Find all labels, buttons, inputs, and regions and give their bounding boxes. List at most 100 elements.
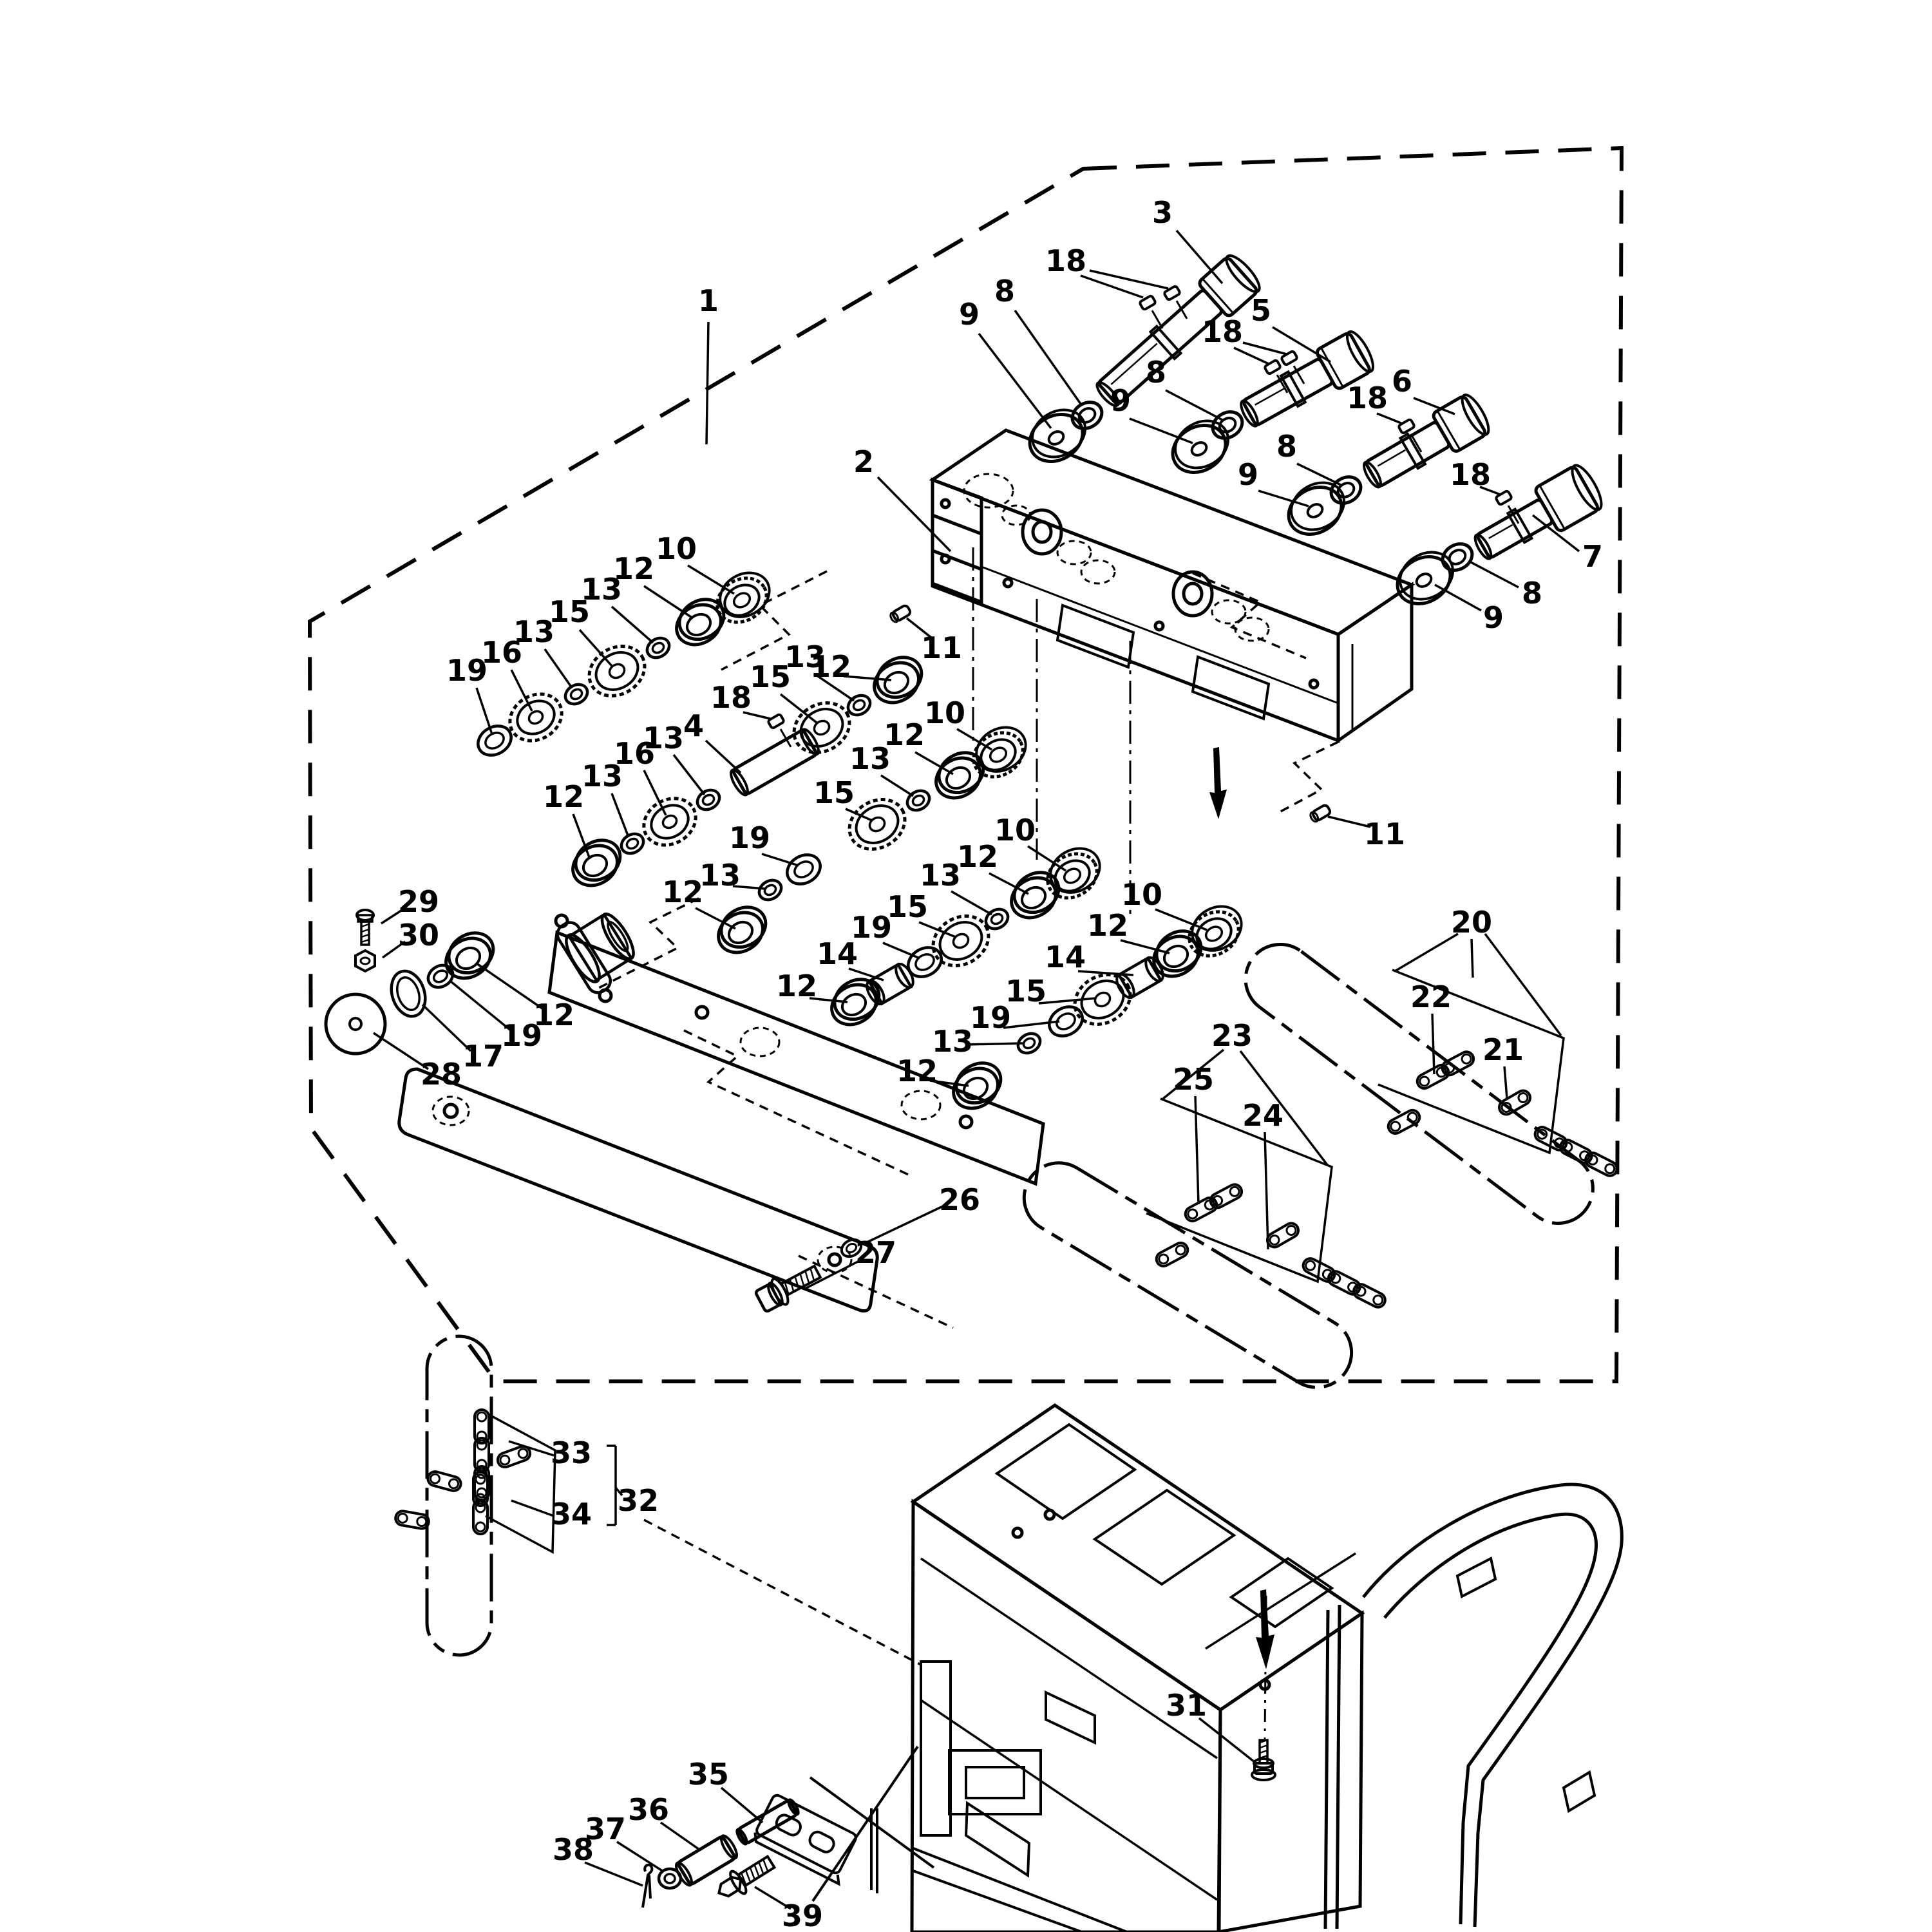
flanged-bearing-tube (556, 913, 635, 994)
leader-line (1434, 583, 1482, 612)
seal-ring (390, 969, 427, 1018)
assembly-centerlines (972, 547, 1132, 920)
bearing (934, 751, 985, 800)
leader-line (450, 980, 512, 1032)
leader-line (754, 1886, 791, 1910)
dowel-pin (889, 604, 912, 623)
leader-line (956, 728, 992, 751)
leader-line (578, 629, 613, 667)
part-label-27: 27 (855, 1235, 896, 1270)
assembly-arrow-icon (1209, 747, 1227, 819)
chain-links (1302, 1257, 1387, 1309)
part-label-33: 33 (551, 1435, 592, 1470)
part-label-1: 1 (698, 283, 719, 318)
leader-line (951, 890, 992, 916)
leader-line (1413, 397, 1455, 415)
part-label-17: 17 (462, 1039, 504, 1074)
shaft (730, 728, 820, 797)
gear (587, 645, 647, 697)
gear (792, 701, 851, 754)
phantom-step-lines (591, 570, 1339, 1666)
leader-line (476, 962, 543, 1010)
leader-line (1376, 412, 1403, 425)
upper-bearing-housing (929, 428, 1416, 744)
leader-line (882, 942, 920, 960)
part-label-9: 9 (1110, 383, 1131, 418)
leader-line (1198, 1717, 1256, 1763)
bearing (873, 656, 923, 705)
nut (354, 949, 376, 973)
part-label-4: 4 (683, 708, 704, 743)
housing-hole-centerlines (963, 473, 1270, 642)
part-label-13: 13 (581, 572, 622, 607)
cover-disc (324, 992, 387, 1056)
chain-links (1533, 1126, 1618, 1177)
part-label-38: 38 (553, 1832, 594, 1867)
part-label-15: 15 (549, 594, 590, 629)
machine-handle (1323, 1482, 1624, 1929)
leader-line (705, 739, 742, 774)
leader-line (876, 476, 952, 553)
leader-line (659, 1821, 701, 1851)
part-label-12: 12 (1087, 908, 1128, 943)
part-label-15: 15 (750, 659, 791, 694)
leader-line (720, 1786, 764, 1824)
key-pin (1495, 489, 1520, 524)
shaft (1095, 254, 1261, 408)
part-label-13: 13 (643, 721, 684, 755)
part-label-8: 8 (994, 274, 1015, 308)
chain-links (426, 1470, 462, 1492)
part-label-10: 10 (924, 696, 965, 730)
part-label-26: 26 (939, 1182, 980, 1217)
flange-bolt (754, 1264, 822, 1313)
leader-line (421, 1003, 472, 1052)
leader-line (918, 921, 956, 938)
part-label-7: 7 (1582, 539, 1603, 574)
collar (846, 694, 872, 717)
part-label-19: 19 (446, 653, 488, 688)
leader-line (1175, 229, 1224, 285)
leader-line (761, 853, 799, 867)
part-label-13: 13 (849, 741, 891, 776)
leader-line (1431, 1013, 1435, 1075)
leader-line (1027, 845, 1066, 872)
part-label-28: 28 (421, 1057, 462, 1092)
part-label-29: 29 (398, 884, 439, 919)
leader-line (1394, 933, 1459, 972)
chain-links (394, 1510, 430, 1530)
leader-line (1479, 486, 1501, 496)
part-label-12: 12 (776, 969, 817, 1003)
leader-line (843, 675, 892, 681)
part-label-8: 8 (1276, 429, 1297, 464)
part-label-16: 16 (614, 736, 655, 771)
leader-line (1264, 1132, 1269, 1250)
washer-disc (1171, 419, 1229, 474)
part-label-25: 25 (1173, 1062, 1214, 1097)
part-label-19: 19 (851, 910, 892, 945)
leader-line (1296, 462, 1341, 486)
part-label-5: 5 (1251, 293, 1271, 328)
leader-line (572, 813, 591, 860)
leader-line (1233, 346, 1269, 365)
collar (645, 636, 671, 659)
part-label-14: 14 (1045, 940, 1086, 974)
part-label-13: 13 (932, 1024, 973, 1059)
machine-body (910, 1403, 1365, 1932)
leader-line (1014, 309, 1083, 407)
lower-bearing-plate (547, 913, 1045, 1186)
gear (931, 914, 990, 967)
collar (984, 907, 1010, 931)
bolt (1251, 1739, 1276, 1781)
leader-line (373, 1032, 429, 1070)
part-label-10: 10 (994, 813, 1036, 848)
leader-line (475, 687, 493, 735)
leader-line (643, 770, 667, 816)
part-label-8: 8 (1146, 355, 1166, 390)
key-pin (1264, 359, 1289, 393)
leader-line (809, 997, 848, 1003)
bearing (571, 838, 622, 887)
part-label-15: 15 (813, 775, 855, 810)
leader-line (803, 1258, 862, 1291)
part-label-35: 35 (688, 1757, 729, 1792)
part-label-2: 2 (853, 444, 874, 479)
